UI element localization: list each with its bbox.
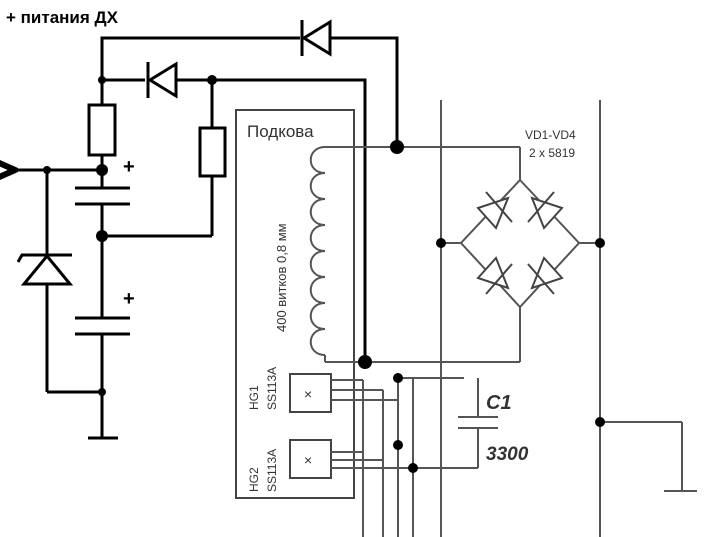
sensor-mark-2: ×	[304, 452, 312, 468]
winding-label: 400 витков 0,8 мм	[274, 223, 289, 332]
bus-lines	[440, 100, 697, 537]
sensor-hg2: ×	[289, 439, 332, 479]
cap-name: C1	[486, 392, 512, 414]
sensor-wires	[331, 377, 478, 537]
zener-diode	[16, 253, 74, 286]
supply-label: + питания ДХ	[6, 8, 119, 27]
bridge-type: 2 х 5819	[529, 146, 575, 160]
sensor-mark-1: ×	[304, 386, 312, 402]
plus-top: +	[123, 156, 135, 178]
hg2-name: HG2	[247, 467, 261, 492]
junction-dots-left	[43, 75, 217, 396]
coil	[309, 146, 326, 356]
bridge-wires	[441, 147, 600, 362]
bridge-diode-1	[476, 191, 513, 230]
resistor-r2	[198, 126, 227, 178]
podkova-label: Подкова	[247, 122, 314, 141]
junction-dots-right	[358, 140, 605, 473]
cap-value: 3300	[486, 444, 529, 465]
diode-second	[146, 61, 178, 99]
sensor-hg1: ×	[289, 373, 332, 413]
bridge-diode-2	[527, 191, 564, 230]
capacitor-c1	[458, 378, 498, 468]
capacitor-bottom	[75, 316, 130, 336]
hg1-name: HG1	[247, 385, 261, 410]
hg1-type: SS113A	[265, 367, 279, 410]
capacitor-top	[75, 186, 130, 206]
resistor-r1	[87, 103, 117, 157]
bridge-diode-3	[476, 256, 513, 295]
bridge-diode-4	[527, 256, 564, 295]
coil-leads	[324, 146, 520, 363]
hg2-type: SS113A	[265, 449, 279, 492]
podkova-box	[235, 109, 355, 499]
diode-top	[300, 19, 332, 57]
bridge-name: VD1-VD4	[525, 128, 576, 142]
power-wires	[12, 36, 399, 440]
plus-bottom: +	[123, 288, 135, 310]
